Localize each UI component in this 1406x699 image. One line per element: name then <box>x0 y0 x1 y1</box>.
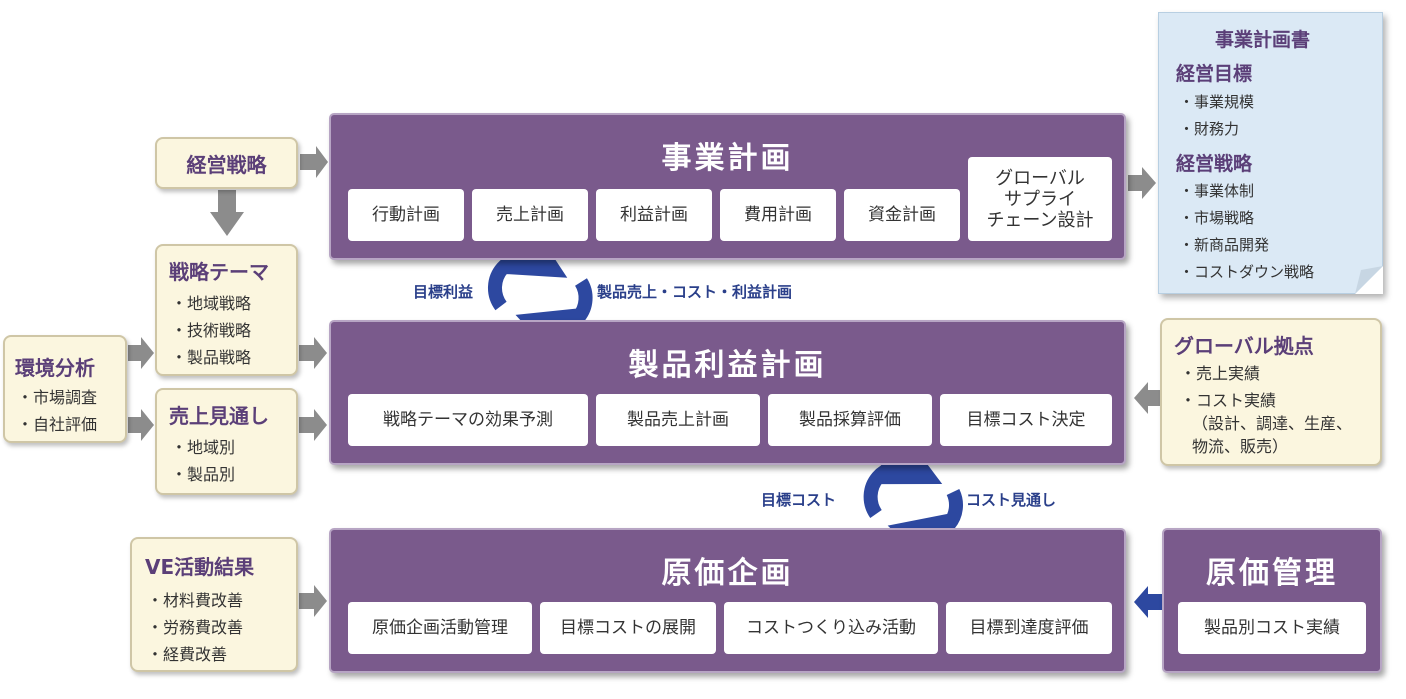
arrow-env-to-sales <box>128 409 154 441</box>
global-bases-box: グローバル拠点 ・売上実績 ・コスト実績 （設計、調達、生産、 物流、販売） <box>1160 318 1382 466</box>
supply-chain-box: グローバル サプライ チェーン設計 <box>968 157 1112 241</box>
arrow-sales-to-product <box>299 409 327 441</box>
global-bases-title: グローバル拠点 <box>1174 334 1314 358</box>
list-item: ・製品別 <box>171 465 236 484</box>
strategy-theme-title: 戦略テーマ <box>169 260 269 284</box>
business-plan-item: 利益計画 <box>596 189 712 241</box>
list-item: ・技術戦略 <box>171 321 252 340</box>
list-item: ・製品戦略 <box>171 348 252 367</box>
cost-planning-item: 目標コストの展開 <box>540 602 716 654</box>
arrow-ve-to-cost <box>299 585 327 617</box>
product-profit-plan-title: 製品利益計画 <box>628 348 827 383</box>
environment-analysis-box: 環境分析 ・市場調査 ・自社評価 <box>3 335 127 443</box>
flow-label-target-profit: 目標利益 <box>413 283 474 301</box>
cost-planning-panel: 原価企画 原価企画活動管理 目標コストの展開 コストつくり込み活動 目標到達度評… <box>329 528 1126 673</box>
list-item: ・材料費改善 <box>147 591 244 610</box>
cost-planning-item: コストつくり込み活動 <box>724 602 938 654</box>
cycle-arrows-2 <box>863 427 963 573</box>
arrow-strategy-to-theme <box>210 190 244 236</box>
arrow-strategy-to-business <box>300 146 328 178</box>
business-plan-item: 資金計画 <box>844 189 960 241</box>
product-profit-item: 戦略テーマの効果予測 <box>348 394 588 446</box>
sales-outlook-title: 売上見通し <box>169 404 269 428</box>
cost-management-title: 原価管理 <box>1206 556 1338 591</box>
business-plan-item: 費用計画 <box>720 189 836 241</box>
list-item: ・労務費改善 <box>147 618 244 637</box>
business-plan-panel: 事業計画 行動計画 売上計画 利益計画 費用計画 資金計画 グローバル サプライ… <box>329 113 1126 260</box>
global-bases-detail: （設計、調達、生産、 物流、販売） <box>1192 414 1353 456</box>
product-profit-item: 製品採算評価 <box>768 394 932 446</box>
management-strategy-box: 経営戦略 <box>155 137 298 189</box>
cycle-arrows-1 <box>488 218 593 367</box>
doc-item: ・市場戦略 <box>1179 209 1255 227</box>
list-item: ・経費改善 <box>147 645 228 664</box>
list-item: ・地域別 <box>171 438 236 457</box>
doc-section-goals: 経営目標 <box>1176 63 1253 85</box>
cost-planning-item: 目標到達度評価 <box>946 602 1112 654</box>
arrow-costmgmt-to-costplan <box>1134 586 1162 618</box>
arrow-business-to-doc <box>1128 167 1156 199</box>
list-item: ・自社評価 <box>17 415 98 434</box>
page-fold-icon <box>1355 266 1383 294</box>
business-plan-title: 事業計画 <box>661 141 794 176</box>
strategy-theme-box: 戦略テーマ ・地域戦略 ・技術戦略 ・製品戦略 <box>155 244 298 376</box>
doc-item: ・コストダウン戦略 <box>1179 263 1315 281</box>
list-item: ・地域戦略 <box>171 294 252 313</box>
arrow-theme-to-product <box>299 337 327 369</box>
doc-item: ・事業体制 <box>1179 182 1255 200</box>
product-profit-item: 目標コスト決定 <box>940 394 1112 446</box>
ve-results-box: VE活動結果 ・材料費改善 ・労務費改善 ・経費改善 <box>130 537 298 672</box>
sales-outlook-box: 売上見通し ・地域別 ・製品別 <box>155 388 298 495</box>
flow-label-target-cost: 目標コスト <box>761 491 837 509</box>
product-profit-plan-panel: 製品利益計画 戦略テーマの効果予測 製品売上計画 製品採算評価 目標コスト決定 <box>329 320 1126 465</box>
doc-section-strategy: 経営戦略 <box>1176 153 1253 175</box>
doc-item: ・財務力 <box>1179 120 1240 138</box>
arrow-global-to-product <box>1134 382 1162 414</box>
doc-title: 事業計画書 <box>1215 29 1311 51</box>
business-plan-item: 行動計画 <box>348 189 464 241</box>
cost-planning-title: 原価企画 <box>661 556 794 591</box>
product-profit-item: 製品売上計画 <box>596 394 760 446</box>
cost-management-item: 製品別コスト実績 <box>1178 602 1366 654</box>
ve-results-title: VE活動結果 <box>145 555 255 579</box>
doc-item: ・事業規模 <box>1179 93 1255 111</box>
cost-management-panel: 原価管理 製品別コスト実績 <box>1162 528 1382 673</box>
business-plan-document: 事業計画書 経営目標 ・事業規模 ・財務力 経営戦略 ・事業体制 ・市場戦略 ・… <box>1158 12 1383 294</box>
business-plan-item: 売上計画 <box>472 189 588 241</box>
arrow-env-to-theme <box>128 337 154 369</box>
management-strategy-title: 経営戦略 <box>186 152 267 177</box>
flow-label-cost-outlook: コスト見通し <box>966 491 1057 509</box>
environment-analysis-title: 環境分析 <box>15 356 95 380</box>
list-item: ・市場調査 <box>17 388 98 407</box>
cost-planning-item: 原価企画活動管理 <box>348 602 532 654</box>
list-item: ・売上実績 <box>1180 364 1261 383</box>
flow-label-product-sales-plan: 製品売上・コスト・利益計画 <box>597 283 793 301</box>
list-item: ・コスト実績 <box>1180 391 1277 410</box>
doc-item: ・新商品開発 <box>1179 236 1270 254</box>
